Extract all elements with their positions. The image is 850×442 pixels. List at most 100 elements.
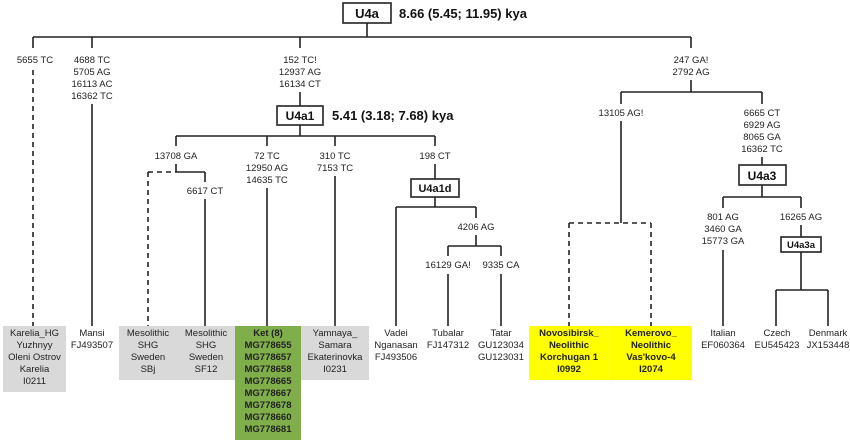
leaf-line: Vas'kovo-4 [626, 352, 676, 363]
mutation-label: 2792 AG [673, 67, 710, 78]
leaf-line: Vadei [384, 328, 408, 339]
mutation-label: 3460 GA [704, 224, 742, 235]
mutation-label: 16362 TC [71, 91, 113, 102]
mutation-label: 8065 GA [743, 132, 781, 143]
leaf-line: Oleni Ostrov [8, 352, 61, 363]
leaf-line: EF060364 [701, 340, 745, 351]
leaf-line: Neolithic [630, 340, 672, 351]
node-u4a-age: 8.66 (5.45; 11.95) kya [399, 6, 528, 21]
mutation-label: 16129 GA! [425, 260, 470, 271]
leaf-line: MG778660 [244, 412, 292, 423]
mutation-label: 310 TC [320, 151, 351, 162]
leaf-line: GU123031 [478, 352, 524, 363]
leaf-line: Kemerovo_ [625, 328, 677, 339]
mutation-label: 14635 TC [246, 175, 288, 186]
leaf-line: I0992 [557, 364, 581, 375]
mutation-label: 16113 AC [71, 79, 112, 90]
leaf-line: Samara [318, 340, 352, 351]
leaf-line: SF12 [194, 364, 218, 375]
mutation-label: 16265 AG [780, 212, 822, 223]
leaf-line: Novosibirsk_ [539, 328, 599, 339]
leaf-line: Denmark [808, 328, 848, 339]
leaf-line: Sweden [130, 352, 166, 363]
leaf-line: Mesolithic [184, 328, 228, 339]
mutation-label: 72 TC [254, 151, 280, 162]
leaf-line: MG778667 [244, 388, 292, 399]
leaf-line: Neolithic [548, 340, 590, 351]
leaf-line: EU545423 [754, 340, 800, 351]
leaf-line: Mansi [79, 328, 105, 339]
mutation-label: 13708 GA [155, 151, 198, 162]
mutation-label: 6929 AG [744, 120, 781, 131]
node-u4a3-label: U4a3 [748, 169, 777, 183]
mutation-label: 198 CT [419, 151, 450, 162]
leaf-line: SHG [137, 340, 159, 351]
leaf-line: FJ493507 [70, 340, 114, 351]
leaf-line: FJ147312 [426, 340, 470, 351]
leaf-line: MG778657 [244, 352, 292, 363]
leaf-line: JX153448 [806, 340, 850, 351]
leaf-line: MG778655 [244, 340, 292, 351]
mutation-label: 15773 GA [702, 236, 745, 247]
leaf-line: I0231 [323, 364, 347, 375]
node-u4a1-age: 5.41 (3.18; 7.68) kya [332, 108, 454, 123]
leaf-line: GU123034 [478, 340, 524, 351]
leaf-line: Karelia [19, 364, 50, 375]
mutation-label: 12950 AG [246, 163, 288, 174]
leaf-line: MG778678 [244, 400, 292, 411]
node-u4a3a-label: U4a3a [787, 240, 816, 251]
mutation-label: 4688 TC [74, 55, 110, 66]
leaf-line: MG778665 [244, 376, 292, 387]
leaf-line: Italian [710, 328, 736, 339]
leaf-line: Tatar [490, 328, 512, 339]
leaf-line: Korchugan 1 [539, 352, 599, 363]
leaf-line: Sweden [188, 352, 224, 363]
mutation-label: 5655 TC [17, 55, 53, 66]
leaf-line: Ekaterinovka [307, 352, 363, 363]
mutation-label: 152 TC! [283, 55, 317, 66]
leaf-line: I2074 [639, 364, 663, 375]
leaf-line: Mesolithic [126, 328, 170, 339]
node-u4a1d-label: U4a1d [418, 183, 451, 195]
leaf-line: Czech [763, 328, 791, 339]
mutation-label: 16134 CT [279, 79, 321, 90]
mutation-label: 247 GA! [674, 55, 709, 66]
leaf-line: Yuzhnyy [16, 340, 53, 351]
mutation-label: 801 AG [707, 212, 739, 223]
leaf-line: FJ493506 [374, 352, 418, 363]
leaf-line: SBj [140, 364, 156, 375]
leaf-line: SHG [195, 340, 217, 351]
mutation-label: 9335 CA [483, 260, 521, 271]
node-u4a1-label: U4a1 [286, 109, 315, 123]
mutation-label: 4206 AG [458, 222, 495, 233]
leaf-line: Karelia_HG [9, 328, 60, 339]
mutation-label: 6665 CT [744, 108, 781, 119]
mutation-label: 12937 AG [279, 67, 321, 78]
leaf-line: Nganasan [374, 340, 418, 351]
leaf-line: Tubalar [432, 328, 464, 339]
mutation-label: 5705 AG [74, 67, 111, 78]
leaf-line: MG778658 [244, 364, 292, 375]
leaf-line: Ket (8) [253, 328, 283, 339]
leaf-line: Yamnaya_ [312, 328, 358, 339]
node-u4a-label: U4a [355, 6, 380, 21]
leaf-line: MG778681 [244, 424, 292, 435]
mutation-label: 13105 AG! [599, 108, 644, 119]
mutation-label: 6617 CT [187, 186, 224, 197]
mutation-label: 7153 TC [317, 163, 353, 174]
